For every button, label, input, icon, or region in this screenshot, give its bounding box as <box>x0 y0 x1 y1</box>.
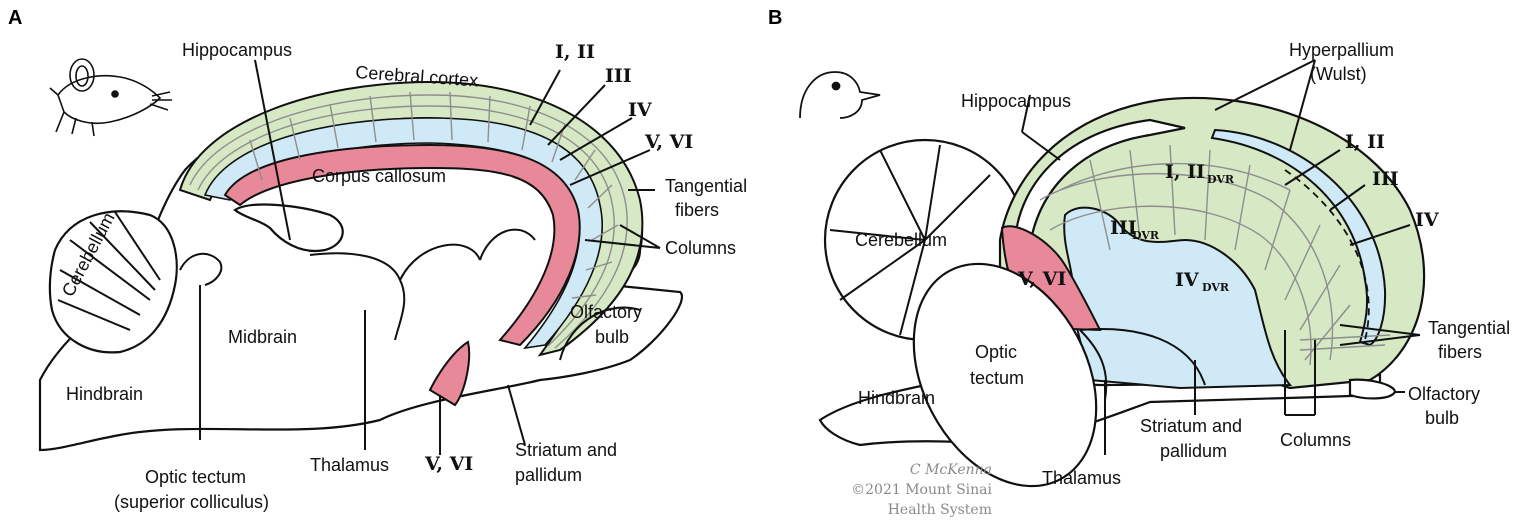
panel-b-leaders <box>1021 59 1421 455</box>
label-hyperpallium-1: Hyperpallium <box>1289 40 1394 60</box>
label-olfactory-b-2: bulb <box>1425 408 1459 428</box>
label-tangential-b-2: fibers <box>1438 342 1482 362</box>
panel-a-divisions <box>179 228 641 361</box>
label-hippocampus-b: Hippocampus <box>961 91 1071 111</box>
label-striatum-b-1: Striatum and <box>1140 416 1242 436</box>
label-layer-4-b: IV <box>1415 209 1440 231</box>
label-dvr-4: IV <box>1175 269 1200 291</box>
label-corpus-callosum: Corpus callosum <box>312 166 446 186</box>
label-cerebellum-b: Cerebellum <box>855 230 947 250</box>
cerebellum-a-folds <box>57 211 161 331</box>
label-olfactory-a-1: Olfactory <box>570 302 642 322</box>
label-layers-1-2-b: I, II <box>1345 131 1385 153</box>
tangential-fibers-a <box>189 94 628 349</box>
label-hindbrain-b: Hindbrain <box>858 388 935 408</box>
columns-b <box>1089 144 1351 361</box>
label-layers-5-6-bottom: V, VI <box>424 453 473 475</box>
label-tangential-b-1: Tangential <box>1428 318 1510 338</box>
label-striatum-b-2: pallidum <box>1160 441 1227 461</box>
optic-tectum-b <box>912 262 1098 488</box>
label-dvr-1-2: I, II <box>1165 161 1205 183</box>
tangential-fibers-b <box>1039 162 1391 366</box>
label-olfactory-a-2: bulb <box>595 327 629 347</box>
label-layer-3-b: III <box>1372 168 1399 190</box>
label-striatum-a-1: Striatum and <box>515 440 617 460</box>
label-thalamus-b: Thalamus <box>1042 468 1121 488</box>
label-dvr-4-sub: DVR <box>1202 281 1230 294</box>
label-olfactory-b-1: Olfactory <box>1408 384 1480 404</box>
deep-layers-a <box>428 340 471 407</box>
label-optic-tectum-b-2: tectum <box>970 368 1024 388</box>
columns-a <box>249 91 619 299</box>
label-tangential-a-2: fibers <box>675 200 719 220</box>
label-optic-tectum-a-2: (superior colliculus) <box>114 492 269 512</box>
panel-b-letter: B <box>768 7 782 29</box>
credit-org: Health System <box>888 502 992 518</box>
mouse-icon <box>49 58 172 137</box>
label-dvr-3-sub: DVR <box>1132 229 1160 242</box>
cortex-blue-a <box>203 117 604 350</box>
label-dvr-3: III <box>1110 217 1137 239</box>
bird-icon <box>799 71 881 119</box>
label-layer-4-a: IV <box>628 99 653 121</box>
label-hyperpallium-2: (Wulst) <box>1310 64 1367 84</box>
label-optic-tectum-a-1: Optic tectum <box>145 467 246 487</box>
cerebellum-a <box>48 210 178 354</box>
label-tangential-a-1: Tangential <box>665 176 747 196</box>
cortex-pink-a <box>223 143 581 347</box>
panel-a-leaders <box>199 59 661 455</box>
hippocampus-b <box>1013 118 1186 247</box>
panel-b-divisions <box>1079 328 1206 401</box>
panel-b: B <box>768 7 1510 518</box>
label-layers-5-6-b: V, VI <box>1017 268 1066 290</box>
label-hippocampus-a: Hippocampus <box>182 40 292 60</box>
dashed-boundary-b <box>1284 169 1370 341</box>
label-thalamus-a: Thalamus <box>310 455 389 475</box>
olfactory-bulb-b <box>1348 378 1397 400</box>
credit-copyright: ©2021 Mount Sinai <box>851 482 992 498</box>
label-layers-5-6-a: V, VI <box>644 131 693 153</box>
label-striatum-a-2: pallidum <box>515 465 582 485</box>
hippocampus-a <box>233 203 344 253</box>
panel-a-letter: A <box>8 7 22 29</box>
label-optic-tectum-b-1: Optic <box>975 342 1017 362</box>
label-dvr-1-2-sub: DVR <box>1207 173 1235 186</box>
label-columns-b: Columns <box>1280 430 1351 450</box>
label-columns-a: Columns <box>665 238 736 258</box>
label-midbrain: Midbrain <box>228 327 297 347</box>
label-hindbrain-a: Hindbrain <box>66 384 143 404</box>
cerebellum-b-folds <box>829 144 991 336</box>
label-layers-1-2-a: I, II <box>555 41 595 63</box>
credit-artist: C McKenna <box>910 462 992 478</box>
label-layer-3-a: III <box>605 65 632 87</box>
panel-a: A <box>8 7 747 512</box>
